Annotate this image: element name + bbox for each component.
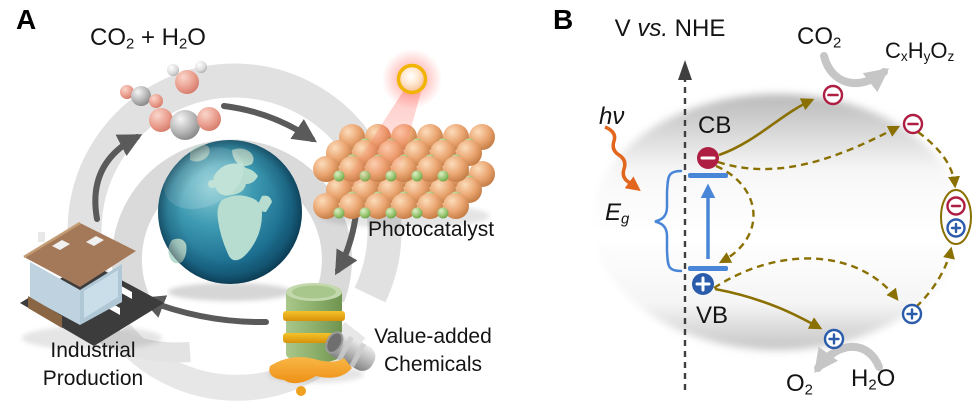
chemical-spill (269, 357, 352, 396)
hole-to-recombination-path (915, 246, 955, 308)
factory-icon (20, 221, 164, 346)
barrel-band (283, 311, 345, 321)
cycle-arrow-top (221, 103, 317, 143)
migrating-hole-icon (901, 303, 923, 325)
light-source-icon (382, 49, 442, 109)
surface-hole-icon (823, 328, 845, 350)
earth-icon (158, 140, 302, 284)
surface-electron-icon (822, 84, 844, 106)
label-line: Production (42, 367, 144, 390)
light-beam (338, 90, 421, 192)
migrating-electron-icon (902, 113, 924, 135)
industrial-production-label: Industrial Production (43, 337, 143, 393)
cycle-arrow-bottom (140, 295, 269, 326)
band-diagram (654, 169, 728, 273)
electron-transfer-arrow (718, 98, 815, 157)
hole-migration-path (713, 257, 899, 301)
reaction-arrows (814, 52, 890, 374)
value-added-chemicals-label: Value-added Chemicals (374, 323, 492, 379)
internal-recombination-path (715, 164, 755, 264)
panel-a-label: A (16, 4, 37, 35)
cb-level (688, 173, 728, 178)
axis-arrowhead (678, 60, 692, 80)
electron-cb-icon (697, 147, 719, 169)
vb-level (688, 266, 728, 271)
bandgap-brace (654, 169, 683, 273)
label-line: Industrial (50, 339, 136, 362)
co2-reduction-arrow (820, 52, 890, 93)
o2-label: O2 (786, 370, 813, 399)
photon-arrow (604, 125, 641, 192)
can-icon (325, 331, 376, 371)
charge-carriers (692, 84, 972, 350)
h2o-label: H2O (851, 365, 896, 394)
co2-label: CO2 (797, 23, 842, 52)
label-line: Value-added (374, 325, 492, 348)
photocatalyst-label: Photocatalyst (368, 218, 495, 241)
reactants-label: CO2 + H2O (90, 24, 206, 53)
panel-b-label: B (553, 4, 574, 35)
axis-label: V vs. NHE (614, 15, 726, 42)
products-label: CxHyOz (885, 38, 955, 64)
h2o-molecule (167, 61, 207, 94)
carrier-transfer-arrows (714, 98, 823, 330)
hole-vb-icon (692, 273, 714, 295)
carrier-migration-paths (713, 125, 961, 308)
vb-label: VB (696, 302, 729, 329)
photon-label: hν (599, 103, 625, 130)
hole-transfer-arrow (714, 287, 823, 330)
co2-molecule-small (120, 85, 163, 108)
recombination-pair (940, 189, 972, 245)
cb-label: CB (698, 112, 732, 139)
water-oxidation-arrow (814, 342, 883, 374)
cycle-arrow-left (92, 134, 143, 222)
potential-axis (678, 60, 692, 390)
bandgap-label: Eg (605, 199, 630, 228)
earth-shadow (168, 283, 292, 301)
label-line: Chemicals (383, 353, 483, 376)
electron-to-recombination-path (917, 131, 961, 189)
recombination-ellipse (940, 189, 972, 245)
co2-molecule-large (149, 107, 221, 140)
